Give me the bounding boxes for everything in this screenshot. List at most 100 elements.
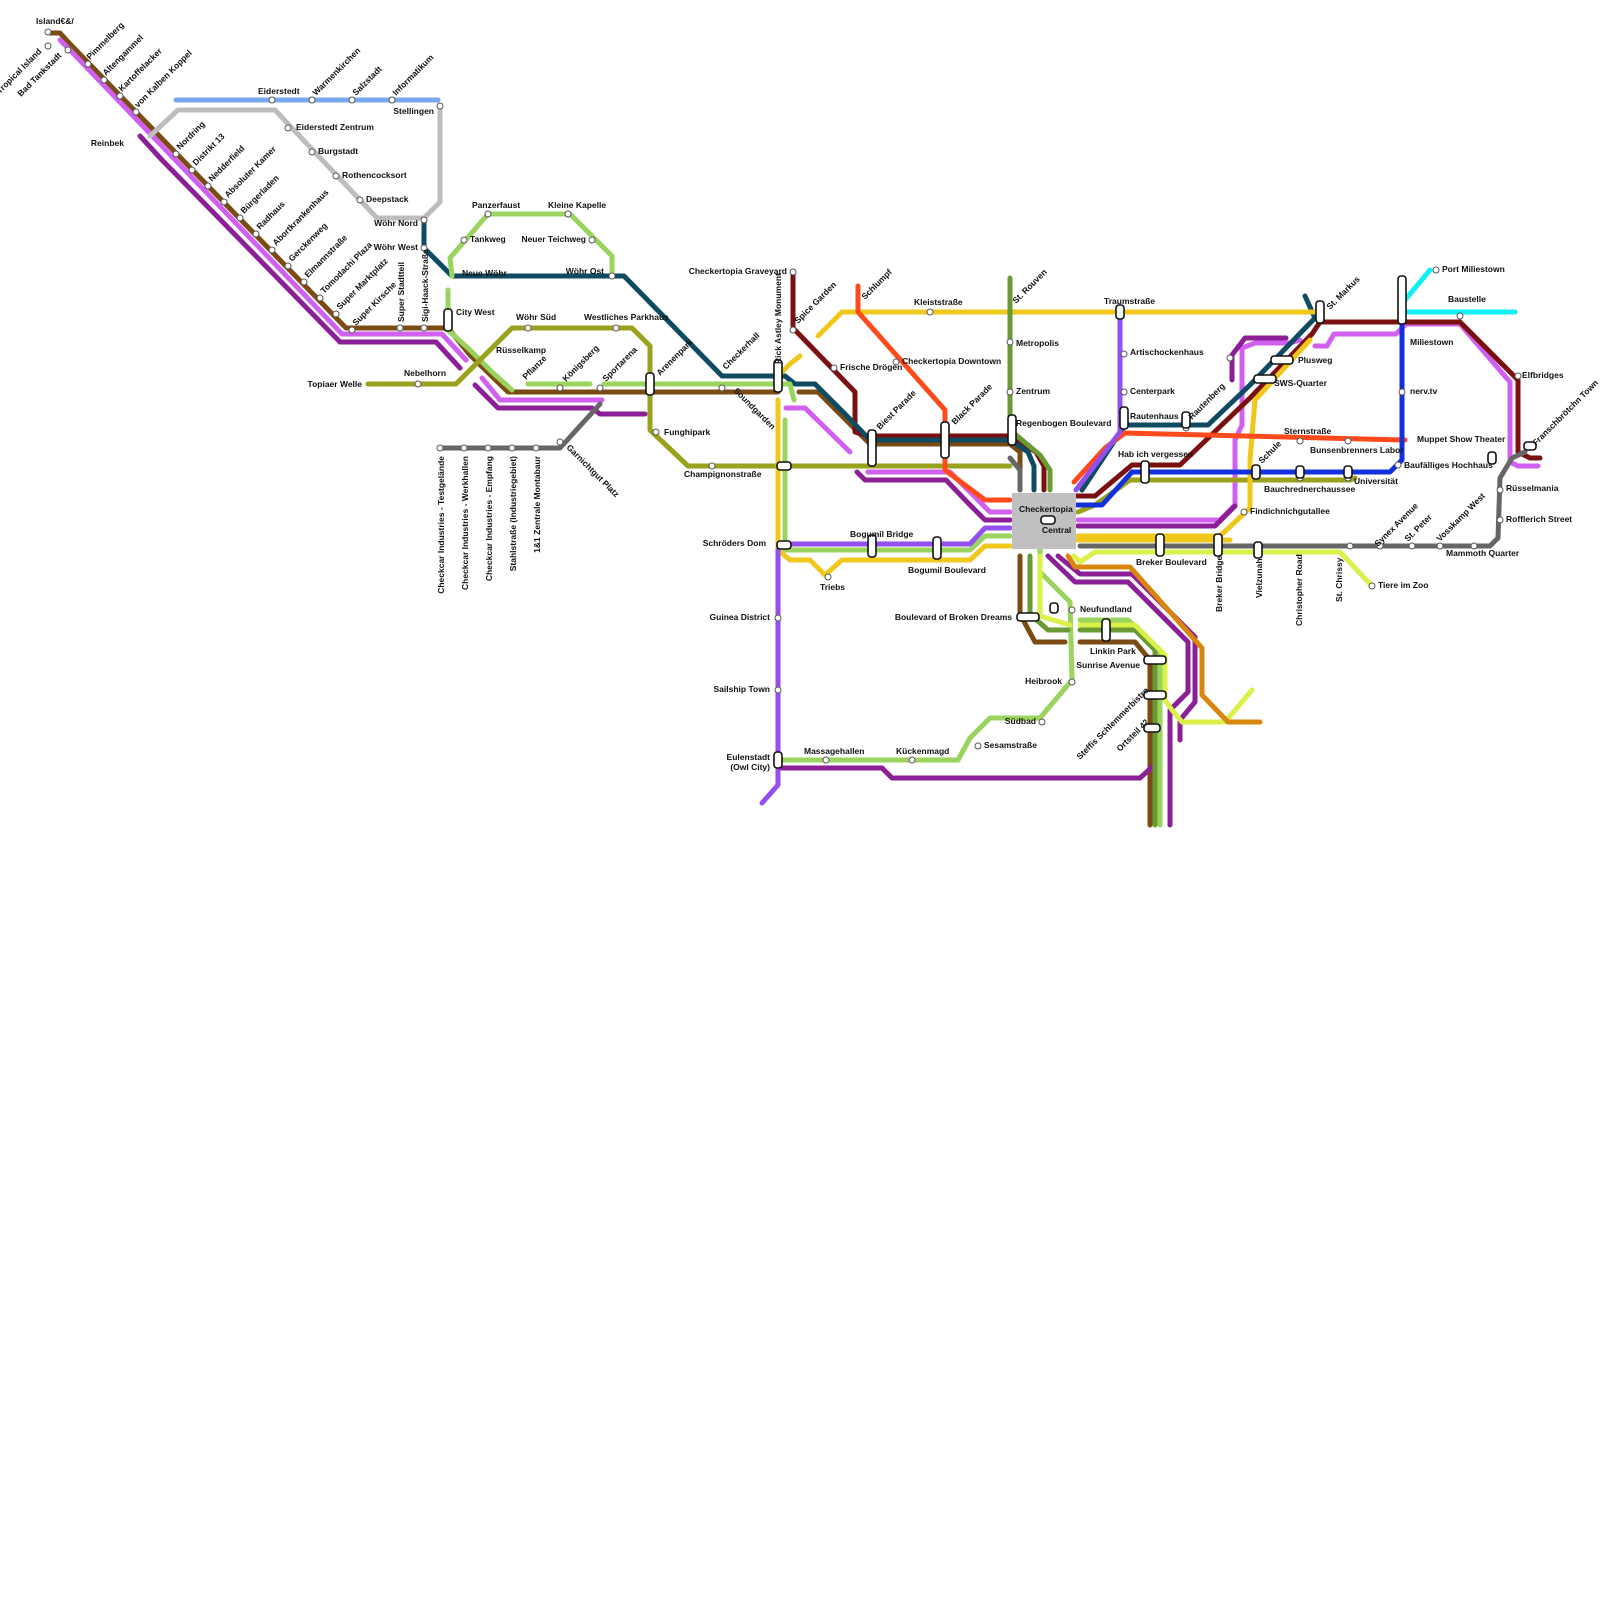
interchange-marker[interactable] bbox=[1253, 374, 1277, 384]
interchange-marker[interactable] bbox=[940, 421, 950, 459]
station-marker[interactable] bbox=[1038, 718, 1046, 726]
station-marker[interactable] bbox=[1226, 354, 1234, 362]
station-marker[interactable] bbox=[1068, 606, 1076, 614]
station-marker[interactable] bbox=[420, 324, 428, 332]
station-marker[interactable] bbox=[188, 166, 196, 174]
station-marker[interactable] bbox=[396, 324, 404, 332]
station-marker[interactable] bbox=[926, 308, 934, 316]
interchange-marker[interactable] bbox=[1143, 690, 1167, 700]
station-marker[interactable] bbox=[1436, 542, 1444, 550]
interchange-marker[interactable] bbox=[443, 308, 453, 332]
interchange-marker[interactable] bbox=[932, 536, 942, 560]
interchange-marker[interactable] bbox=[1155, 533, 1165, 557]
station-marker[interactable] bbox=[116, 92, 124, 100]
interchange-marker[interactable] bbox=[1487, 451, 1497, 465]
station-marker[interactable] bbox=[436, 102, 444, 110]
interchange-marker[interactable] bbox=[773, 751, 783, 769]
station-marker[interactable] bbox=[308, 96, 316, 104]
station-marker[interactable] bbox=[236, 214, 244, 222]
interchange-marker[interactable] bbox=[1343, 465, 1353, 479]
station-marker[interactable] bbox=[300, 278, 308, 286]
interchange-marker[interactable] bbox=[867, 534, 877, 558]
station-marker[interactable] bbox=[1408, 542, 1416, 550]
interchange-marker[interactable] bbox=[1140, 460, 1150, 484]
station-marker[interactable] bbox=[1368, 582, 1376, 590]
station-marker[interactable] bbox=[284, 124, 292, 132]
station-marker[interactable] bbox=[132, 108, 140, 116]
station-marker[interactable] bbox=[332, 310, 340, 318]
interchange-marker[interactable] bbox=[1115, 304, 1125, 320]
station-marker[interactable] bbox=[1120, 350, 1128, 358]
station-marker[interactable] bbox=[908, 756, 916, 764]
station-marker[interactable] bbox=[708, 462, 716, 470]
station-marker[interactable] bbox=[718, 384, 726, 392]
station-marker[interactable] bbox=[830, 364, 838, 372]
interchange-marker[interactable] bbox=[1213, 533, 1223, 557]
station-marker[interactable] bbox=[1006, 338, 1014, 346]
station-marker[interactable] bbox=[774, 614, 782, 622]
station-marker[interactable] bbox=[892, 358, 900, 366]
interchange-marker[interactable] bbox=[1119, 406, 1129, 430]
interchange-marker[interactable] bbox=[773, 359, 783, 393]
station-marker[interactable] bbox=[252, 230, 260, 238]
station-marker[interactable] bbox=[1296, 437, 1304, 445]
station-marker[interactable] bbox=[974, 742, 982, 750]
interchange-marker[interactable] bbox=[1181, 411, 1191, 429]
interchange-marker[interactable] bbox=[1101, 618, 1111, 642]
station-marker[interactable] bbox=[789, 326, 797, 334]
station-marker[interactable] bbox=[220, 198, 228, 206]
station-marker[interactable] bbox=[1344, 437, 1352, 445]
station-marker[interactable] bbox=[612, 324, 620, 332]
station-marker[interactable] bbox=[460, 236, 468, 244]
station-marker[interactable] bbox=[172, 150, 180, 158]
station-marker[interactable] bbox=[1346, 542, 1354, 550]
station-marker[interactable] bbox=[204, 182, 212, 190]
interchange-marker[interactable] bbox=[1315, 300, 1325, 324]
interchange-marker[interactable] bbox=[776, 540, 792, 550]
interchange-marker[interactable] bbox=[1253, 541, 1263, 559]
station-marker[interactable] bbox=[1514, 372, 1522, 380]
station-marker[interactable] bbox=[44, 28, 52, 36]
station-marker[interactable] bbox=[789, 268, 797, 276]
station-marker[interactable] bbox=[1240, 508, 1248, 516]
station-marker[interactable] bbox=[564, 210, 572, 218]
station-marker[interactable] bbox=[524, 324, 532, 332]
station-marker[interactable] bbox=[388, 96, 396, 104]
station-marker[interactable] bbox=[420, 244, 428, 252]
interchange-marker[interactable] bbox=[1143, 723, 1161, 733]
interchange-marker[interactable] bbox=[645, 372, 655, 396]
station-marker[interactable] bbox=[774, 686, 782, 694]
station-marker[interactable] bbox=[414, 380, 422, 388]
station-marker[interactable] bbox=[308, 148, 316, 156]
station-marker[interactable] bbox=[268, 246, 276, 254]
station-marker[interactable] bbox=[348, 326, 356, 334]
station-marker[interactable] bbox=[556, 438, 564, 446]
station-marker[interactable] bbox=[1006, 388, 1014, 396]
station-marker[interactable] bbox=[556, 384, 564, 392]
station-marker[interactable] bbox=[420, 216, 428, 224]
station-marker[interactable] bbox=[1496, 486, 1504, 494]
interchange-marker[interactable] bbox=[1523, 441, 1537, 451]
station-marker[interactable] bbox=[484, 210, 492, 218]
station-marker[interactable] bbox=[608, 272, 616, 280]
station-marker[interactable] bbox=[508, 444, 516, 452]
station-marker[interactable] bbox=[596, 384, 604, 392]
station-marker[interactable] bbox=[64, 46, 72, 54]
station-marker[interactable] bbox=[1068, 678, 1076, 686]
station-marker[interactable] bbox=[268, 96, 276, 104]
station-marker[interactable] bbox=[460, 444, 468, 452]
station-marker[interactable] bbox=[1376, 542, 1384, 550]
interchange-marker[interactable] bbox=[1007, 414, 1017, 446]
interchange-marker[interactable] bbox=[1251, 464, 1261, 480]
station-marker[interactable] bbox=[1496, 516, 1504, 524]
station-layer[interactable] bbox=[44, 28, 1537, 769]
interchange-marker[interactable] bbox=[1040, 515, 1056, 525]
station-marker[interactable] bbox=[100, 76, 108, 84]
interchange-marker[interactable] bbox=[776, 461, 792, 471]
station-marker[interactable] bbox=[824, 573, 832, 581]
interchange-marker[interactable] bbox=[1270, 355, 1294, 365]
interchange-marker[interactable] bbox=[1049, 602, 1059, 614]
station-marker[interactable] bbox=[532, 444, 540, 452]
station-marker[interactable] bbox=[356, 196, 364, 204]
